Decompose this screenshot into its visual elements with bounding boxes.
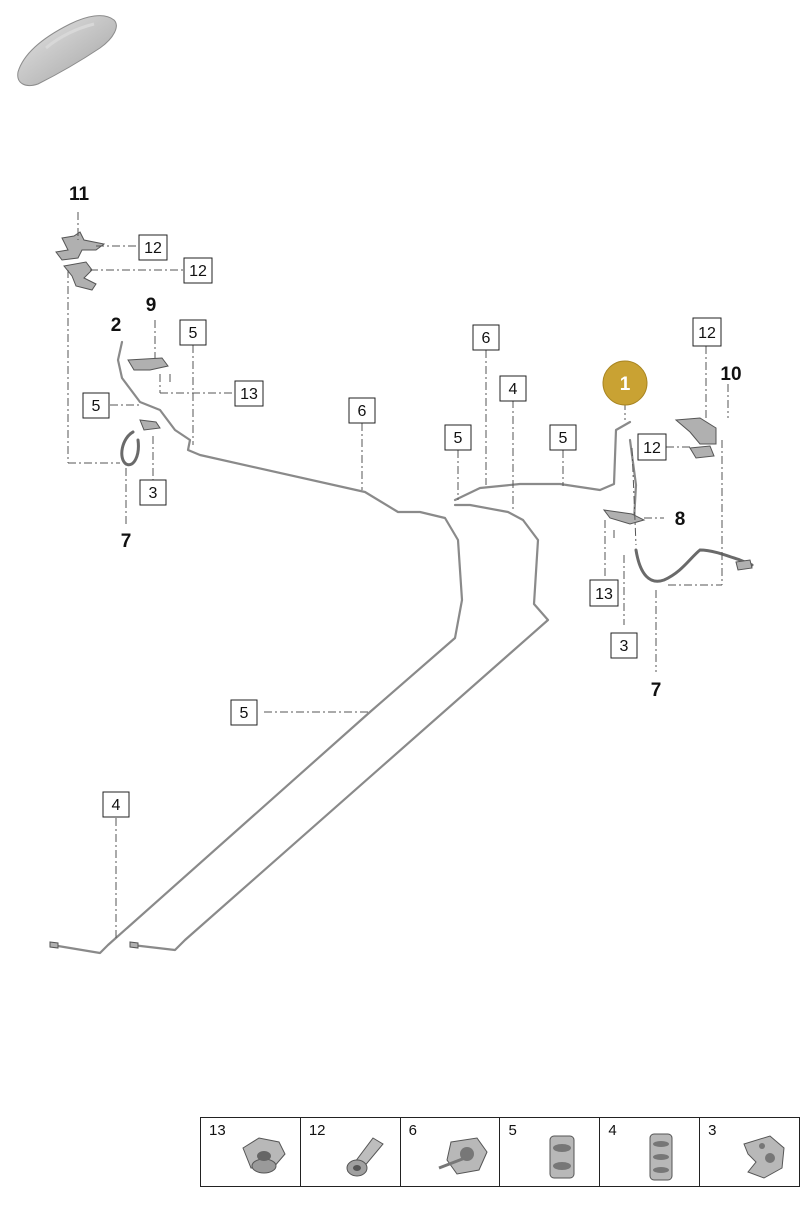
bracket-8 xyxy=(602,509,646,525)
callout-1-label[interactable]: 1 xyxy=(620,374,631,395)
brake-hoses xyxy=(120,430,754,583)
callout-7a-label: 7 xyxy=(121,531,132,552)
brake-pipe-long-b xyxy=(130,503,550,952)
callout-9-label: 9 xyxy=(146,295,157,316)
callout-12c-label: 12 xyxy=(698,325,716,342)
pipe-end-a xyxy=(49,941,59,949)
callout-5d-box xyxy=(549,424,577,451)
legend-cell-13[interactable]: 13 xyxy=(201,1118,301,1186)
callout-5b-box xyxy=(82,392,110,419)
bracket-9 xyxy=(127,357,169,371)
callout-6b-label: 6 xyxy=(482,330,491,347)
parts-legend: 13 12 6 5 4 xyxy=(200,1117,800,1187)
brackets xyxy=(49,231,753,949)
double-clip-icon xyxy=(549,1135,575,1179)
callout-12a-label: 12 xyxy=(144,240,162,257)
legend-number: 6 xyxy=(408,1122,417,1139)
callout-8-label: 8 xyxy=(675,509,686,530)
callout-13b-box xyxy=(589,579,619,607)
callout-10-label: 10 xyxy=(720,364,741,385)
callout-5e-label: 5 xyxy=(240,705,249,722)
nut-icon xyxy=(242,1137,286,1174)
legend-number: 13 xyxy=(209,1122,226,1139)
callout-12c-box xyxy=(692,317,722,347)
callout-12d-label: 12 xyxy=(643,440,661,457)
callout-5d-label: 5 xyxy=(559,430,568,447)
callout-4b-box xyxy=(102,791,130,818)
brake-pipe-cross xyxy=(453,420,632,502)
callout-5a-box xyxy=(179,319,207,346)
legend-number: 12 xyxy=(308,1122,326,1139)
callout-4a-label: 4 xyxy=(509,381,518,398)
callout-3a-label: 3 xyxy=(149,485,158,502)
legend-cell-5[interactable]: 5 xyxy=(500,1118,601,1186)
callout-11-label: 11 xyxy=(69,184,90,205)
pipe-clip-icon xyxy=(438,1137,488,1175)
callout-5e-box xyxy=(230,699,258,726)
legend-number: 5 xyxy=(508,1122,517,1139)
legend-number: 3 xyxy=(708,1122,717,1139)
hose-end-right xyxy=(735,559,753,571)
bracket-10-lower xyxy=(689,445,715,459)
callout-5c-label: 5 xyxy=(454,430,463,447)
callout-3b-box xyxy=(610,632,638,659)
callout-5c-box xyxy=(444,424,472,451)
retaining-clip-icon xyxy=(743,1135,785,1179)
callout-2-label: 2 xyxy=(111,315,122,336)
callout-3b-label: 3 xyxy=(620,638,629,655)
callout-3a-box xyxy=(139,479,167,506)
callout-6a-box xyxy=(348,397,376,424)
triple-clip-icon xyxy=(649,1133,673,1181)
callout-13a-label: 13 xyxy=(240,386,258,403)
callout-7b-label: 7 xyxy=(651,680,662,701)
legend-cell-12[interactable]: 12 xyxy=(301,1118,401,1186)
legend-cell-4[interactable]: 4 xyxy=(600,1118,701,1186)
callout-4b-label: 4 xyxy=(112,797,121,814)
callout-13b-label: 13 xyxy=(595,586,613,603)
callout-12b-label: 12 xyxy=(189,263,207,280)
brake-hose-right xyxy=(634,548,754,583)
brake-pipe-long-a xyxy=(50,340,464,955)
brake-pipes xyxy=(50,340,638,955)
bracket-11 xyxy=(55,231,106,261)
callout-5b-label: 5 xyxy=(92,398,101,415)
callout-4a-box xyxy=(499,375,527,402)
bracket-10 xyxy=(674,417,717,445)
pipe-end-b xyxy=(129,941,139,949)
legend-cell-6[interactable]: 6 xyxy=(401,1118,501,1186)
callout-6a-label: 6 xyxy=(358,403,367,420)
brake-hose-left xyxy=(120,430,140,467)
callout-12a-box xyxy=(138,234,168,261)
legend-number: 4 xyxy=(608,1122,617,1139)
bolt-icon xyxy=(346,1137,384,1177)
callout-12d-box xyxy=(637,433,667,461)
clip-left xyxy=(139,419,161,431)
vehicle-thumbnail-icon xyxy=(17,15,117,86)
callout-1-badge[interactable] xyxy=(602,360,648,406)
legend-cell-3[interactable]: 3 xyxy=(700,1118,799,1186)
callout-5a-label: 5 xyxy=(189,325,198,342)
leader-lines xyxy=(67,212,729,940)
bracket-11-lower xyxy=(63,261,97,291)
callout-12b-box xyxy=(183,257,213,284)
callout-13a-box xyxy=(234,380,264,407)
callout-6b-box xyxy=(472,324,500,351)
